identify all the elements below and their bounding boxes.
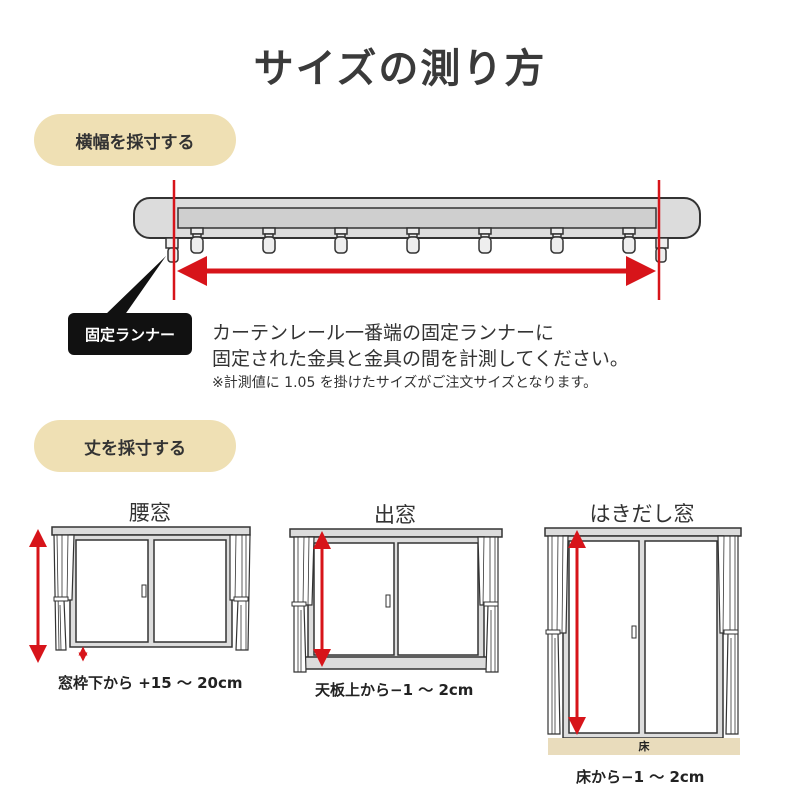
caption-koshimado: 窓枠下から +15 ～ 20cm xyxy=(58,674,243,692)
window-title-hakidashi: はきだし窓 xyxy=(589,502,695,526)
width-section-heading: 横幅を採寸する xyxy=(34,114,236,166)
runner-6 xyxy=(550,227,564,254)
runner-3 xyxy=(334,227,348,254)
length-section-heading: 丈を採寸する xyxy=(34,420,236,472)
runner-2 xyxy=(262,227,276,254)
page-title: サイズの測り方 xyxy=(253,46,547,92)
width-description-line2: 固定された金具と金具の間を計測してください。 xyxy=(212,348,629,370)
width-description-line1: カーテンレール一番端の固定ランナーに xyxy=(212,322,555,344)
window-koshimado xyxy=(51,526,251,651)
fixed-runner-label: 固定ランナー xyxy=(68,313,192,355)
window-hakidashi xyxy=(544,527,742,755)
runners xyxy=(190,227,636,254)
runner-callout-pointer xyxy=(104,256,166,316)
runner-5 xyxy=(478,227,492,254)
floor xyxy=(548,738,740,755)
caption-hakidashi: 床から−1 ～ 2cm xyxy=(576,768,705,786)
window-demado xyxy=(289,528,503,673)
width-note: ※計測値に 1.05 を掛けたサイズがご注文サイズとなります。 xyxy=(212,375,598,391)
window-title-demado: 出窓 xyxy=(374,503,416,527)
window-title-koshimado: 腰窓 xyxy=(129,501,171,525)
caption-demado: 天板上から−1 ～ 2cm xyxy=(315,681,474,699)
runner-4 xyxy=(406,227,420,254)
fixed-runner-left xyxy=(165,237,179,263)
runner-7 xyxy=(622,227,636,254)
runner-1 xyxy=(190,227,204,254)
floor-label: 床 xyxy=(638,740,650,753)
